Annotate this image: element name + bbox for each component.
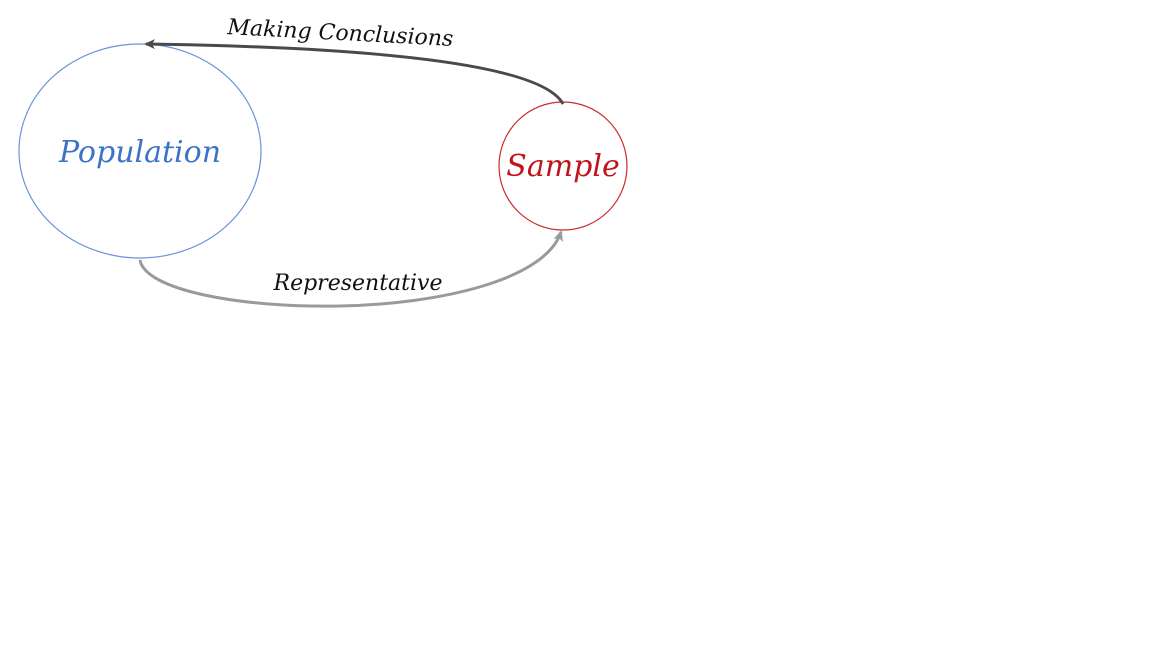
representative-arrow	[138, 230, 563, 308]
representative-label: Representative	[273, 271, 443, 296]
population-label: Population	[58, 135, 221, 170]
sample-label: Sample	[506, 149, 619, 184]
population-node	[18, 43, 262, 259]
conclusions-arrow	[144, 39, 565, 105]
